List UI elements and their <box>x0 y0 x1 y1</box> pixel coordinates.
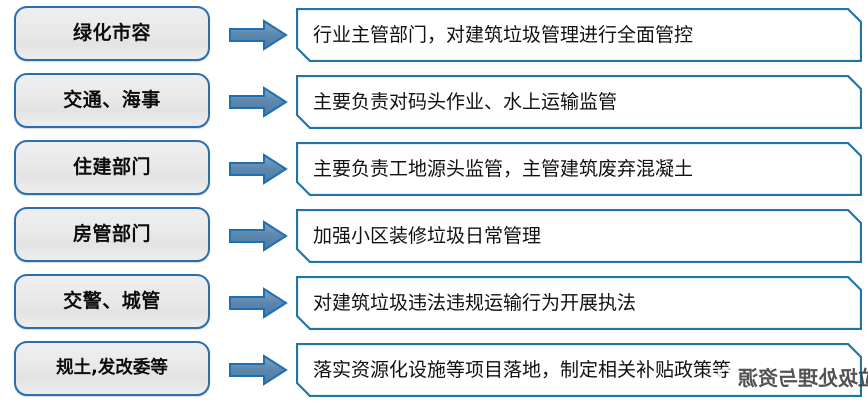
flow-row: 交通、海事 主要负责对码头作业、水上运输监管 <box>0 73 868 131</box>
description-label: 对建筑垃圾违法违规运输行为开展执法 <box>313 291 637 314</box>
arrow-right-icon <box>228 287 288 319</box>
department-label: 交通、海事 <box>63 89 161 111</box>
flow-row: 规土,发改委等 落实资源化设施等项目落地，制定相关补贴政策等 <box>0 341 868 399</box>
description-label: 加强小区装修垃圾日常管理 <box>313 224 542 247</box>
flow-row: 绿化市容 行业主管部门，对建筑垃圾管理进行全面管控 <box>0 6 868 64</box>
department-label: 住建部门 <box>72 156 151 178</box>
department-label: 房管部门 <box>72 223 151 245</box>
description-box[interactable]: 对建筑垃圾违法违规运输行为开展执法 <box>296 276 862 330</box>
description-box[interactable]: 主要负责对码头作业、水上运输监管 <box>296 75 862 129</box>
flow-row: 房管部门 加强小区装修垃圾日常管理 <box>0 207 868 265</box>
arrow-right-icon <box>228 354 288 386</box>
arrow-right-icon <box>228 86 288 118</box>
flow-row: 住建部门 主要负责工地源头监管，主管建筑废弃混凝土 <box>0 140 868 198</box>
description-box[interactable]: 行业主管部门，对建筑垃圾管理进行全面管控 <box>296 8 862 62</box>
department-box[interactable]: 交警、城管 <box>14 274 210 329</box>
description-label: 主要负责对码头作业、水上运输监管 <box>313 90 618 113</box>
department-box[interactable]: 绿化市容 <box>14 6 210 61</box>
department-box[interactable]: 住建部门 <box>14 140 210 195</box>
arrow-right-icon <box>228 19 288 51</box>
arrow-right-icon <box>228 220 288 252</box>
description-box[interactable]: 落实资源化设施等项目落地，制定相关补贴政策等 <box>296 343 862 397</box>
department-box[interactable]: 交通、海事 <box>14 73 210 128</box>
description-label: 行业主管部门，对建筑垃圾管理进行全面管控 <box>313 23 694 46</box>
description-label: 主要负责工地源头监管，主管建筑废弃混凝土 <box>313 157 694 180</box>
description-box[interactable]: 主要负责工地源头监管，主管建筑废弃混凝土 <box>296 142 862 196</box>
department-label: 交警、城管 <box>63 290 161 312</box>
flow-row: 交警、城管 对建筑垃圾违法违规运输行为开展执法 <box>0 274 868 332</box>
department-label: 规土,发改委等 <box>56 357 168 378</box>
department-box[interactable]: 规土,发改委等 <box>14 341 210 396</box>
arrow-right-icon <box>228 153 288 185</box>
department-box[interactable]: 房管部门 <box>14 207 210 262</box>
department-label: 绿化市容 <box>72 22 151 44</box>
description-box[interactable]: 加强小区装修垃圾日常管理 <box>296 209 862 263</box>
description-label: 落实资源化设施等项目落地，制定相关补贴政策等 <box>313 358 732 381</box>
